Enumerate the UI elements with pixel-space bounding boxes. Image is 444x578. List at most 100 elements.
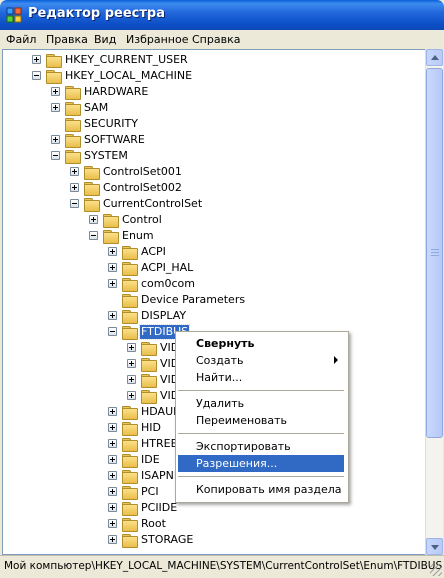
expand-icon[interactable] [51, 135, 60, 144]
tree-item-label[interactable]: PCI [141, 485, 159, 498]
menu-help[interactable]: Справка [192, 33, 241, 46]
menu-view[interactable]: Вид [94, 33, 117, 46]
title-bar[interactable]: Редактор реестра [0, 0, 444, 30]
tree-item-label[interactable]: VID [160, 389, 180, 402]
expand-icon[interactable] [127, 343, 136, 352]
tree-item-label[interactable]: SYSTEM [84, 149, 128, 162]
context-menu-item[interactable]: Копировать имя раздела [178, 481, 344, 498]
tree-item-label[interactable]: ControlSet001 [103, 165, 182, 178]
tree-item[interactable]: HKEY_CURRENT_USER [3, 52, 426, 68]
tree-item-label[interactable]: HKEY_CURRENT_USER [65, 53, 188, 66]
tree-item[interactable]: VID [3, 340, 426, 356]
tree-item[interactable]: SOFTWARE [3, 132, 426, 148]
tree-item[interactable]: PCI [3, 484, 426, 500]
tree-item-label[interactable]: HID [141, 421, 161, 434]
context-menu-item[interactable]: Удалить [178, 395, 344, 412]
expand-icon[interactable] [108, 487, 117, 496]
expand-icon[interactable] [108, 439, 117, 448]
tree-item[interactable]: SAM [3, 100, 426, 116]
tree-item[interactable]: SECURITY [3, 116, 426, 132]
menu-file[interactable]: Файл [6, 33, 37, 46]
tree-item-label[interactable]: ControlSet002 [103, 181, 182, 194]
tree-item-label[interactable]: com0com [141, 277, 195, 290]
expand-icon[interactable] [127, 375, 136, 384]
tree-item-label[interactable]: ISAPNP [141, 469, 181, 482]
expand-icon[interactable] [108, 519, 117, 528]
tree-item-label[interactable]: Enum [122, 229, 154, 242]
tree-item-label[interactable]: VID [160, 341, 180, 354]
collapse-icon[interactable] [108, 327, 117, 336]
tree-item[interactable]: STORAGE [3, 532, 426, 548]
tree-item[interactable]: HARDWARE [3, 84, 426, 100]
expand-icon[interactable] [108, 311, 117, 320]
tree-item-label[interactable]: Device Parameters [141, 293, 246, 306]
tree-item-label[interactable]: Root [141, 517, 166, 530]
tree-item[interactable]: HID [3, 420, 426, 436]
tree-item[interactable]: ACPI [3, 244, 426, 260]
tree-item[interactable]: ControlSet001 [3, 164, 426, 180]
expand-icon[interactable] [70, 183, 79, 192]
expand-icon[interactable] [108, 407, 117, 416]
tree-item[interactable]: HTREE [3, 436, 426, 452]
tree-item[interactable]: SYSTEM [3, 148, 426, 164]
scroll-thumb[interactable] [426, 68, 443, 438]
expand-icon[interactable] [127, 359, 136, 368]
scroll-up-button[interactable] [426, 49, 443, 66]
expand-icon[interactable] [108, 279, 117, 288]
collapse-icon[interactable] [70, 199, 79, 208]
tree-item-label[interactable]: SAM [84, 101, 109, 114]
expand-icon[interactable] [108, 247, 117, 256]
tree-item-label[interactable]: DISPLAY [141, 309, 187, 322]
tree-item[interactable]: VID [3, 372, 426, 388]
tree-item[interactable]: HKEY_LOCAL_MACHINE [3, 68, 426, 84]
context-menu-item[interactable]: Переименовать [178, 412, 344, 429]
collapse-icon[interactable] [51, 151, 60, 160]
tree-item[interactable]: ControlSet002 [3, 180, 426, 196]
expand-icon[interactable] [108, 263, 117, 272]
tree-item[interactable]: IDE [3, 452, 426, 468]
tree-item-label[interactable]: VID [160, 373, 180, 386]
expand-icon[interactable] [108, 423, 117, 432]
tree-item[interactable]: VID [3, 388, 426, 404]
menu-edit[interactable]: Правка [46, 33, 88, 46]
expand-icon[interactable] [51, 87, 60, 96]
context-menu-item[interactable]: Создать [178, 352, 344, 369]
tree-item-label[interactable]: STORAGE [141, 533, 194, 546]
tree-item[interactable]: DISPLAY [3, 308, 426, 324]
tree-item[interactable]: HDAUD [3, 404, 426, 420]
tree-item-label[interactable]: CurrentControlSet [103, 197, 203, 210]
tree-item-label[interactable]: Control [122, 213, 162, 226]
expand-icon[interactable] [70, 167, 79, 176]
tree-item-label[interactable]: IDE [141, 453, 160, 466]
tree-item-label[interactable]: SECURITY [84, 117, 138, 130]
collapse-icon[interactable] [89, 231, 98, 240]
scroll-down-button[interactable] [426, 538, 443, 555]
tree-item[interactable]: Enum [3, 228, 426, 244]
expand-icon[interactable] [127, 391, 136, 400]
tree-item[interactable]: com0com [3, 276, 426, 292]
expand-icon[interactable] [89, 215, 98, 224]
context-menu-item[interactable]: Найти... [178, 369, 344, 386]
context-menu-item[interactable]: Свернуть [178, 335, 344, 352]
tree-item-label[interactable]: HDAUD [141, 405, 182, 418]
tree-item-label[interactable]: ACPI [141, 245, 166, 258]
menu-favorites[interactable]: Избранное [126, 33, 189, 46]
tree-item-label[interactable]: PCIIDE [141, 501, 178, 514]
context-menu-item[interactable]: Разрешения... [178, 455, 344, 472]
expand-icon[interactable] [108, 471, 117, 480]
tree-item[interactable]: VID [3, 356, 426, 372]
tree-item-label[interactable]: HTREE [141, 437, 178, 450]
tree-item[interactable]: Root [3, 516, 426, 532]
tree-item-label[interactable]: HARDWARE [84, 85, 149, 98]
tree-item[interactable]: Control [3, 212, 426, 228]
tree-item-label[interactable]: ACPI_HAL [141, 261, 194, 274]
tree-item[interactable]: Device Parameters [3, 292, 426, 308]
tree-item-label[interactable]: SOFTWARE [84, 133, 145, 146]
expand-icon[interactable] [108, 535, 117, 544]
tree-item[interactable]: ISAPNP [3, 468, 426, 484]
expand-icon[interactable] [32, 55, 41, 64]
vertical-scrollbar[interactable] [425, 49, 443, 555]
resize-grip-icon[interactable] [430, 564, 442, 576]
tree-item[interactable]: PCIIDE [3, 500, 426, 516]
expand-icon[interactable] [108, 455, 117, 464]
